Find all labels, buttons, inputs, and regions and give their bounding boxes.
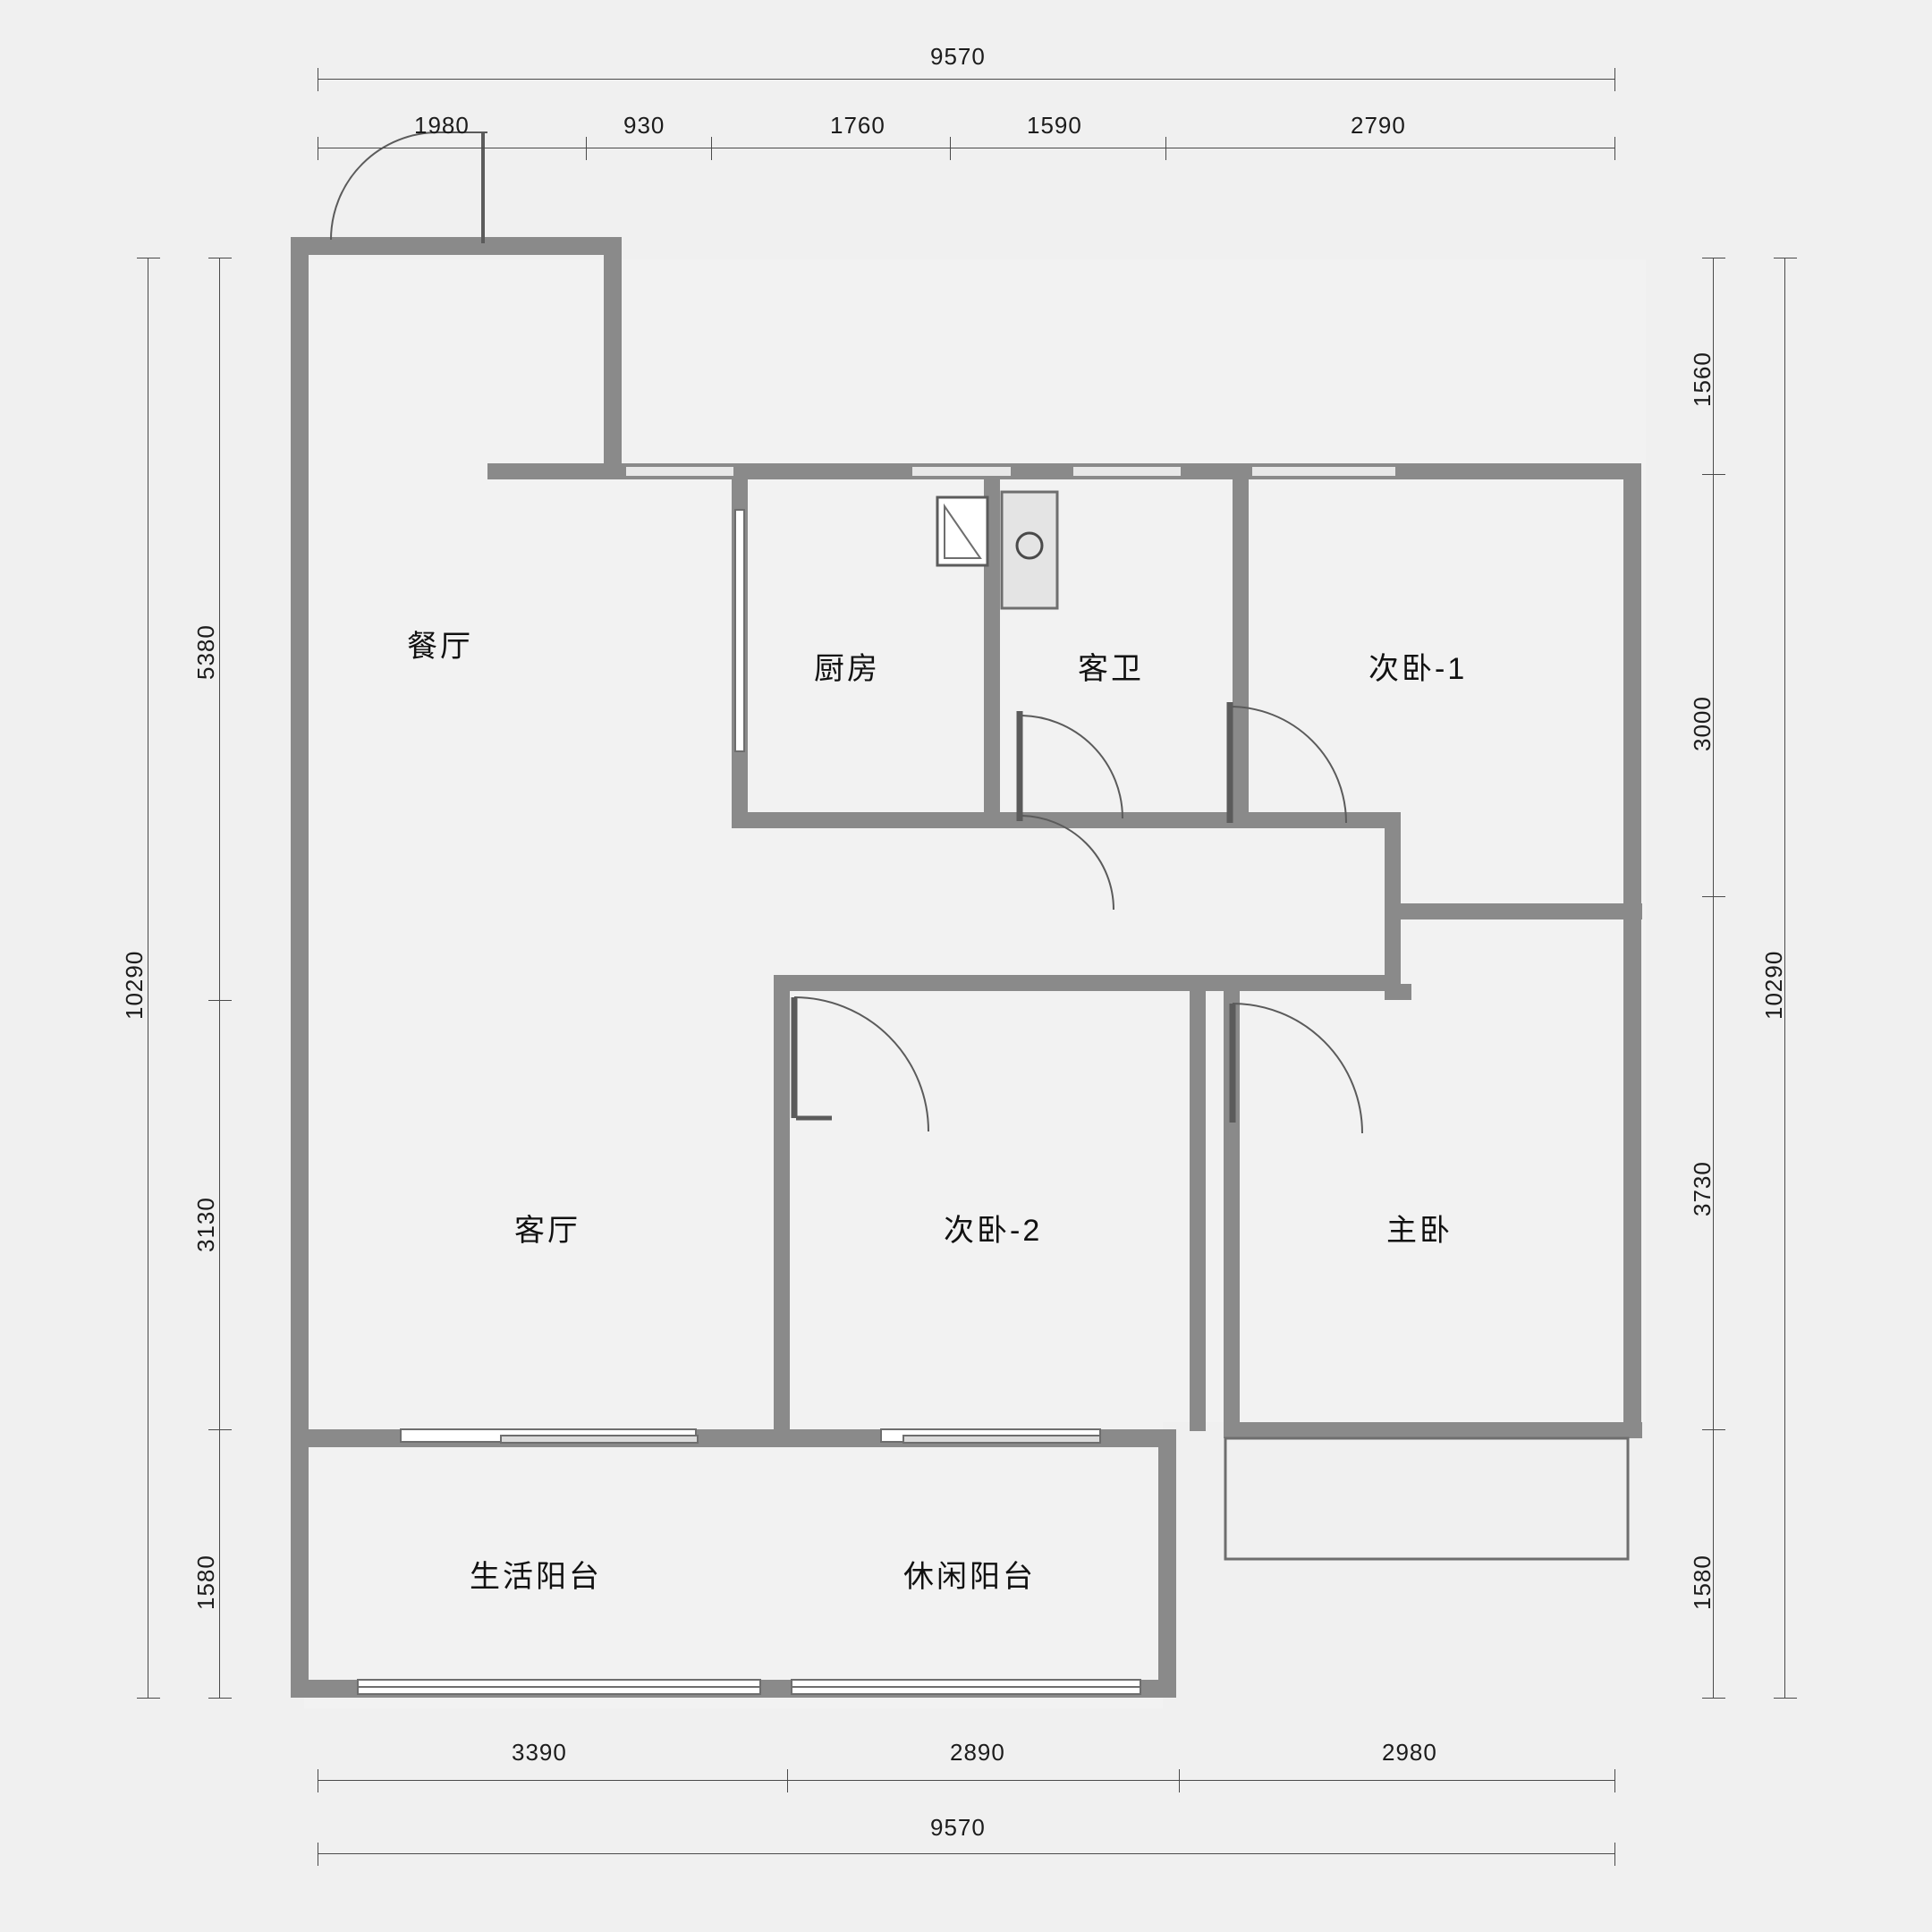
dim-bottom-overall-line [318, 1853, 1614, 1854]
wall-bottom-outer [291, 1680, 1176, 1698]
dim-tick [1702, 474, 1725, 475]
wall-top-main [487, 463, 1641, 479]
dim-tick [711, 137, 712, 160]
room-label-living: 客厅 [514, 1214, 580, 1248]
dim-bottom-seg-line [318, 1780, 1614, 1781]
dim-tick [1702, 1698, 1725, 1699]
dim-tick [208, 1429, 232, 1430]
wall-bed1-bottom [1249, 812, 1401, 828]
dim-top-seg-4: 1590 [1027, 112, 1082, 139]
room-fill-dining-2 [304, 259, 1646, 1422]
dim-right-overall-text: 10290 [1760, 950, 1787, 1020]
wall-bed2-left [774, 975, 790, 1431]
wall-kitchen-left [732, 479, 748, 828]
wall-hall-connector [1385, 975, 1401, 993]
dim-tick [1702, 896, 1725, 897]
room-label-service-balcony: 生活阳台 [470, 1560, 602, 1594]
dim-tick [1702, 1429, 1725, 1430]
wall-bath-right [1233, 479, 1249, 828]
dim-top-seg-1: 1980 [414, 112, 470, 139]
dim-bottom-seg-3: 2980 [1382, 1739, 1437, 1766]
wall-living-bottom [291, 1429, 1176, 1447]
wall-bath-bottom [1000, 812, 1249, 828]
dim-tick [586, 137, 587, 160]
wall-dining-left [291, 237, 309, 1695]
dim-right-seg-line [1713, 258, 1714, 1698]
wall-kitchen-bottom [732, 812, 1000, 828]
room-label-kitchen: 厨房 [814, 652, 880, 686]
dim-tick [1614, 1843, 1615, 1866]
wall-bed1-partition [1385, 903, 1642, 919]
dim-tick [1179, 1769, 1180, 1792]
dim-right-seg-4: 1580 [1689, 1555, 1716, 1610]
dim-tick [1165, 137, 1166, 160]
room-label-master-bed: 主卧 [1386, 1214, 1453, 1248]
wall-right-outer [1623, 463, 1641, 1438]
dim-tick [1614, 137, 1615, 160]
wall-dining-top [291, 237, 622, 255]
wall-dining-right [604, 237, 622, 479]
dim-left-seg-3: 1580 [192, 1555, 219, 1610]
dim-left-seg-line [219, 258, 220, 1698]
room-label-second-bed-1: 次卧-1 [1368, 652, 1468, 686]
dim-tick [950, 137, 951, 160]
wall-master-left [1224, 991, 1240, 1438]
dim-top-seg-2: 930 [623, 112, 665, 139]
dim-bottom-seg-1: 3390 [512, 1739, 567, 1766]
room-label-dining: 餐厅 [407, 630, 473, 664]
dim-left-seg-1: 5380 [192, 624, 219, 680]
dim-left-seg-2: 3130 [192, 1197, 219, 1252]
room-label-second-bed-2: 次卧-2 [944, 1214, 1043, 1248]
dim-bottom-seg-2: 2890 [950, 1739, 1005, 1766]
wall-bed2-top [774, 975, 1400, 991]
dim-top-seg-3: 1760 [830, 112, 886, 139]
dim-bottom-overall-text: 9570 [930, 1814, 986, 1841]
wall-hall-right [1385, 812, 1401, 991]
dim-tick [137, 1698, 160, 1699]
dim-top-overall-text: 9570 [930, 43, 986, 70]
dim-right-overall-line [1784, 258, 1785, 1698]
dim-top-overall-line [318, 79, 1614, 80]
wall-master-bottom [1224, 1422, 1642, 1438]
wall-balcony-right [1158, 1429, 1176, 1698]
dim-tick [1614, 68, 1615, 91]
dim-tick [1614, 1769, 1615, 1792]
room-label-guest-bath: 客卫 [1078, 652, 1144, 686]
dim-tick [1774, 1698, 1797, 1699]
dim-tick [208, 1000, 232, 1001]
dim-tick [787, 1769, 788, 1792]
dim-right-seg-1: 1560 [1689, 352, 1716, 407]
dim-left-overall-text: 10290 [121, 950, 148, 1020]
wall-bed2-right [1190, 975, 1206, 1431]
wall-kitchen-right [984, 479, 1000, 828]
dim-tick [208, 1698, 232, 1699]
dim-right-seg-2: 3000 [1689, 696, 1716, 751]
dim-top-seg-5: 2790 [1351, 112, 1406, 139]
dim-right-seg-3: 3730 [1689, 1161, 1716, 1216]
room-label-leisure-balcony: 休闲阳台 [903, 1560, 1036, 1594]
room-fill-balconies [304, 1422, 1163, 1708]
